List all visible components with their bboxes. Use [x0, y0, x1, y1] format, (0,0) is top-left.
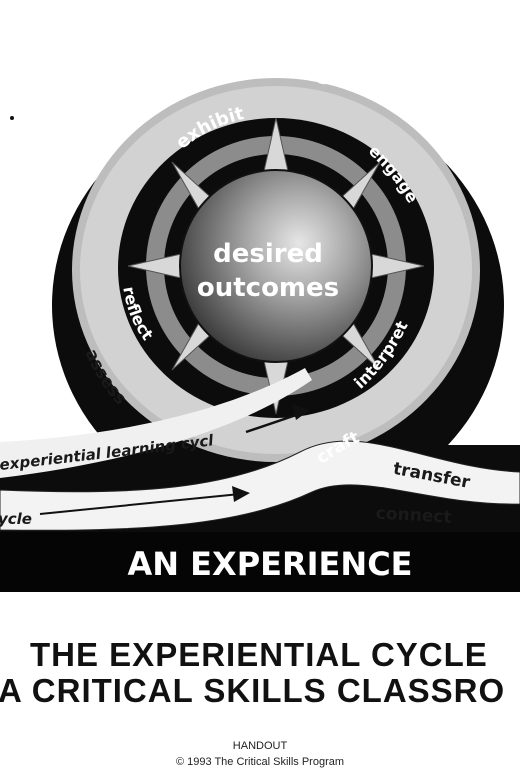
copyright-notice: © 1993 The Critical Skills Program [175, 756, 345, 768]
experience-banner [0, 532, 520, 592]
banner-text: AN EXPERIENCE [127, 545, 412, 583]
center-word-desired: desired [213, 239, 323, 269]
experiential-band [0, 368, 520, 531]
band-lower-label: ycle [0, 510, 32, 528]
stray-mark [10, 116, 14, 120]
connect-label: connect [375, 504, 452, 528]
handout-label: HANDOUT [232, 740, 288, 752]
experiential-cycle-diagram: collaborative learning community facilit… [0, 0, 520, 592]
title-line-2: A CRITICAL SKILLS CLASSRO [0, 672, 506, 709]
desired-outcomes-sphere [179, 169, 373, 363]
title-line-1: THE EXPERIENTIAL CYCLE [30, 636, 488, 673]
center-word-outcomes: outcomes [197, 273, 339, 303]
